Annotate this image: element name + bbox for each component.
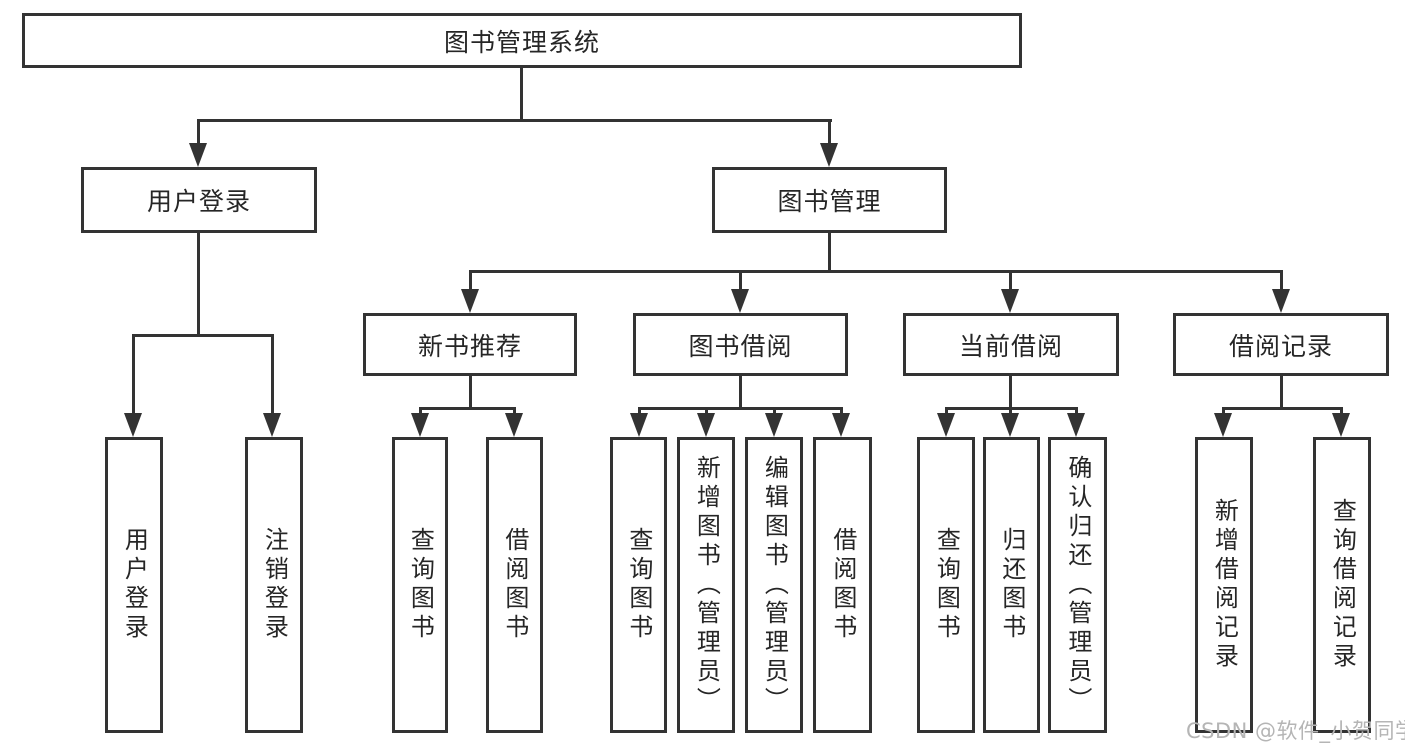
connector-line <box>1340 407 1343 415</box>
arrow-down-icon <box>765 413 783 437</box>
arrow-down-icon <box>1001 413 1019 437</box>
arrow-down-icon <box>731 289 749 313</box>
connector-line <box>520 68 523 122</box>
leaf-borrow-books: 借阅图书 <box>486 437 543 733</box>
connector-line <box>1222 407 1342 410</box>
connector-line <box>469 270 1283 273</box>
arrow-down-icon <box>411 413 429 437</box>
arrow-down-icon <box>697 413 715 437</box>
arrow-down-icon <box>505 413 523 437</box>
connector-line <box>419 407 516 410</box>
connector-line <box>739 270 742 292</box>
node-new-book-recommend: 新书推荐 <box>363 313 577 376</box>
leaf-borrow-books: 借阅图书 <box>813 437 872 733</box>
connector-line <box>1075 407 1078 415</box>
node-library-management-system: 图书管理系统 <box>22 13 1022 68</box>
arrow-down-icon <box>820 143 838 167</box>
arrow-down-icon <box>1272 289 1290 313</box>
leaf-query-books: 查询图书 <box>392 437 448 733</box>
connector-line <box>705 407 708 415</box>
connector-line <box>945 407 948 415</box>
leaf-confirm-return-admin: 确认归还（管理员） <box>1048 437 1107 733</box>
connector-line <box>638 407 641 415</box>
connector-line <box>513 407 516 415</box>
connector-line <box>469 270 472 292</box>
connector-line <box>132 334 135 414</box>
csdn-watermark: CSDN @软件_小贺同学 <box>1186 719 1405 743</box>
leaf-query-books: 查询图书 <box>610 437 667 733</box>
connector-line <box>1009 407 1012 415</box>
arrow-down-icon <box>1214 413 1232 437</box>
connector-line <box>638 407 843 410</box>
leaf-add-borrow-record: 新增借阅记录 <box>1195 437 1253 733</box>
connector-line <box>1222 407 1225 415</box>
connector-line <box>1280 270 1283 292</box>
leaf-return-books: 归还图书 <box>983 437 1040 733</box>
arrow-down-icon <box>630 413 648 437</box>
leaf-edit-books-admin: 编辑图书（管理员） <box>745 437 803 733</box>
connector-line <box>197 119 832 122</box>
leaf-query-borrow-record: 查询借阅记录 <box>1313 437 1371 733</box>
node-user-login: 用户登录 <box>81 167 317 233</box>
node-book-borrow: 图书借阅 <box>633 313 848 376</box>
connector-line <box>197 119 200 145</box>
connector-line <box>419 407 422 415</box>
connector-line <box>1280 376 1283 410</box>
node-borrow-records: 借阅记录 <box>1173 313 1389 376</box>
connector-line <box>840 407 843 415</box>
connector-line <box>132 334 274 337</box>
arrow-down-icon <box>189 143 207 167</box>
connector-line <box>1009 270 1012 292</box>
arrow-down-icon <box>263 413 281 437</box>
node-current-borrow: 当前借阅 <box>903 313 1119 376</box>
arrow-down-icon <box>1067 413 1085 437</box>
connector-line <box>1009 376 1012 410</box>
connector-line <box>828 119 831 145</box>
arrow-down-icon <box>461 289 479 313</box>
leaf-user-login: 用户登录 <box>105 437 163 733</box>
connector-line <box>828 233 831 273</box>
leaf-add-books-admin: 新增图书（管理员） <box>677 437 735 733</box>
connector-line <box>271 334 274 414</box>
leaf-logout: 注销登录 <box>245 437 303 733</box>
arrow-down-icon <box>832 413 850 437</box>
connector-line <box>773 407 776 415</box>
node-book-management: 图书管理 <box>712 167 947 233</box>
arrow-down-icon <box>1001 289 1019 313</box>
leaf-query-books: 查询图书 <box>917 437 975 733</box>
connector-line <box>739 376 742 410</box>
connector-line <box>469 376 472 410</box>
arrow-down-icon <box>937 413 955 437</box>
arrow-down-icon <box>124 413 142 437</box>
arrow-down-icon <box>1332 413 1350 437</box>
connector-line <box>197 233 200 337</box>
